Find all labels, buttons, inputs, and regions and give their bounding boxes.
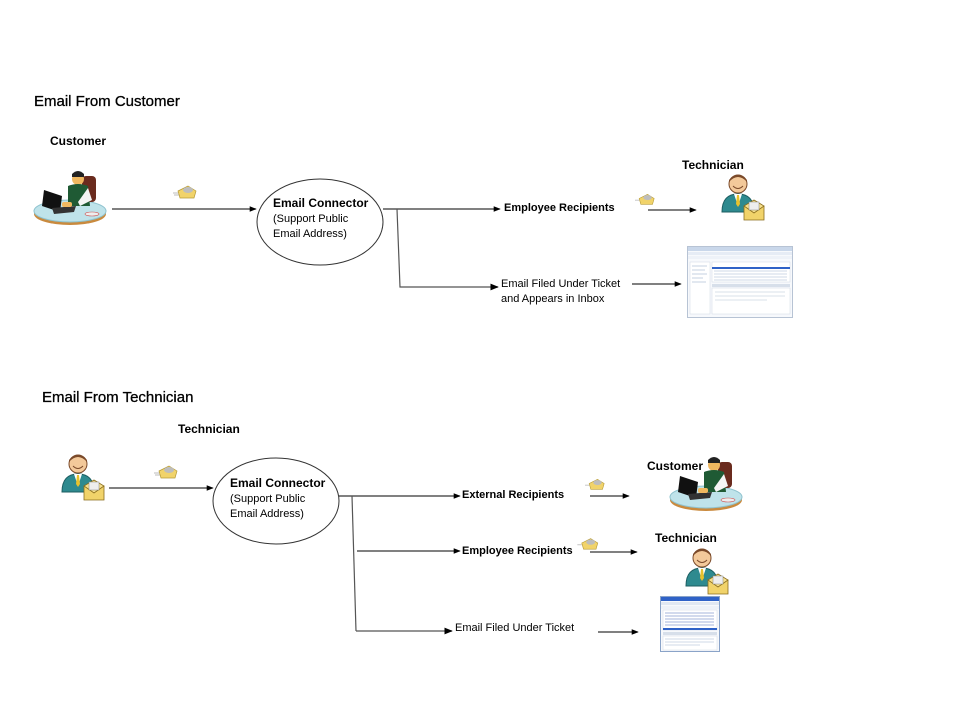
technician-with-envelope-icon bbox=[721, 174, 765, 221]
email-envelope-icon bbox=[585, 478, 605, 490]
ticket-screenshot-icon bbox=[660, 596, 720, 652]
employee-recipients-label: Employee Recipients bbox=[504, 202, 615, 214]
email-envelope-icon bbox=[173, 185, 197, 199]
connector-line2: Email Address) bbox=[273, 228, 347, 240]
customer-at-desk-icon bbox=[669, 457, 743, 511]
filed-ticket-line1: Email Filed Under Ticket bbox=[501, 278, 621, 290]
technician-with-envelope-icon bbox=[61, 454, 105, 501]
connector-line1: (Support Public bbox=[230, 493, 306, 505]
customer-at-desk-icon bbox=[33, 171, 107, 225]
email-connector-text-1: Email Connector (Support Public Email Ad… bbox=[273, 196, 368, 242]
target-label-customer: Customer bbox=[647, 459, 704, 473]
section-title-email-from-technician: Email From Technician bbox=[42, 389, 194, 406]
external-recipients-label: External Recipients bbox=[462, 489, 565, 501]
connector-line2: Email Address) bbox=[230, 508, 304, 520]
sender-label-technician: Technician bbox=[178, 422, 240, 436]
employee-recipients-label-2: Employee Recipients bbox=[462, 545, 573, 557]
email-connector-node-1 bbox=[256, 178, 384, 266]
connector-title: Email Connector bbox=[230, 476, 326, 490]
email-envelope-icon bbox=[577, 538, 599, 550]
email-envelope-icon bbox=[154, 465, 178, 479]
connector-line1: (Support Public bbox=[273, 213, 349, 225]
ticket-inbox-screenshot-icon bbox=[687, 246, 793, 318]
email-envelope-icon bbox=[635, 193, 655, 205]
email-connector-node-2 bbox=[212, 457, 340, 545]
email-connector-text-2: Email Connector (Support Public Email Ad… bbox=[230, 476, 325, 522]
section-title-email-from-customer: Email From Customer bbox=[34, 93, 180, 110]
sender-label-customer: Customer bbox=[50, 134, 107, 148]
filed-ticket-line2: and Appears in Inbox bbox=[501, 293, 605, 305]
technician-with-envelope-icon bbox=[685, 548, 729, 595]
line-connector-trunk bbox=[351, 495, 357, 632]
filed-ticket-label: Email Filed Under Ticket and Appears in … bbox=[501, 277, 620, 307]
connector-title: Email Connector bbox=[273, 196, 369, 210]
target-label-technician-2: Technician bbox=[655, 531, 717, 545]
target-label-technician: Technician bbox=[682, 158, 744, 172]
line-connector-to-filed-ticket bbox=[396, 208, 499, 291]
filed-ticket-label-2: Email Filed Under Ticket bbox=[455, 622, 575, 634]
